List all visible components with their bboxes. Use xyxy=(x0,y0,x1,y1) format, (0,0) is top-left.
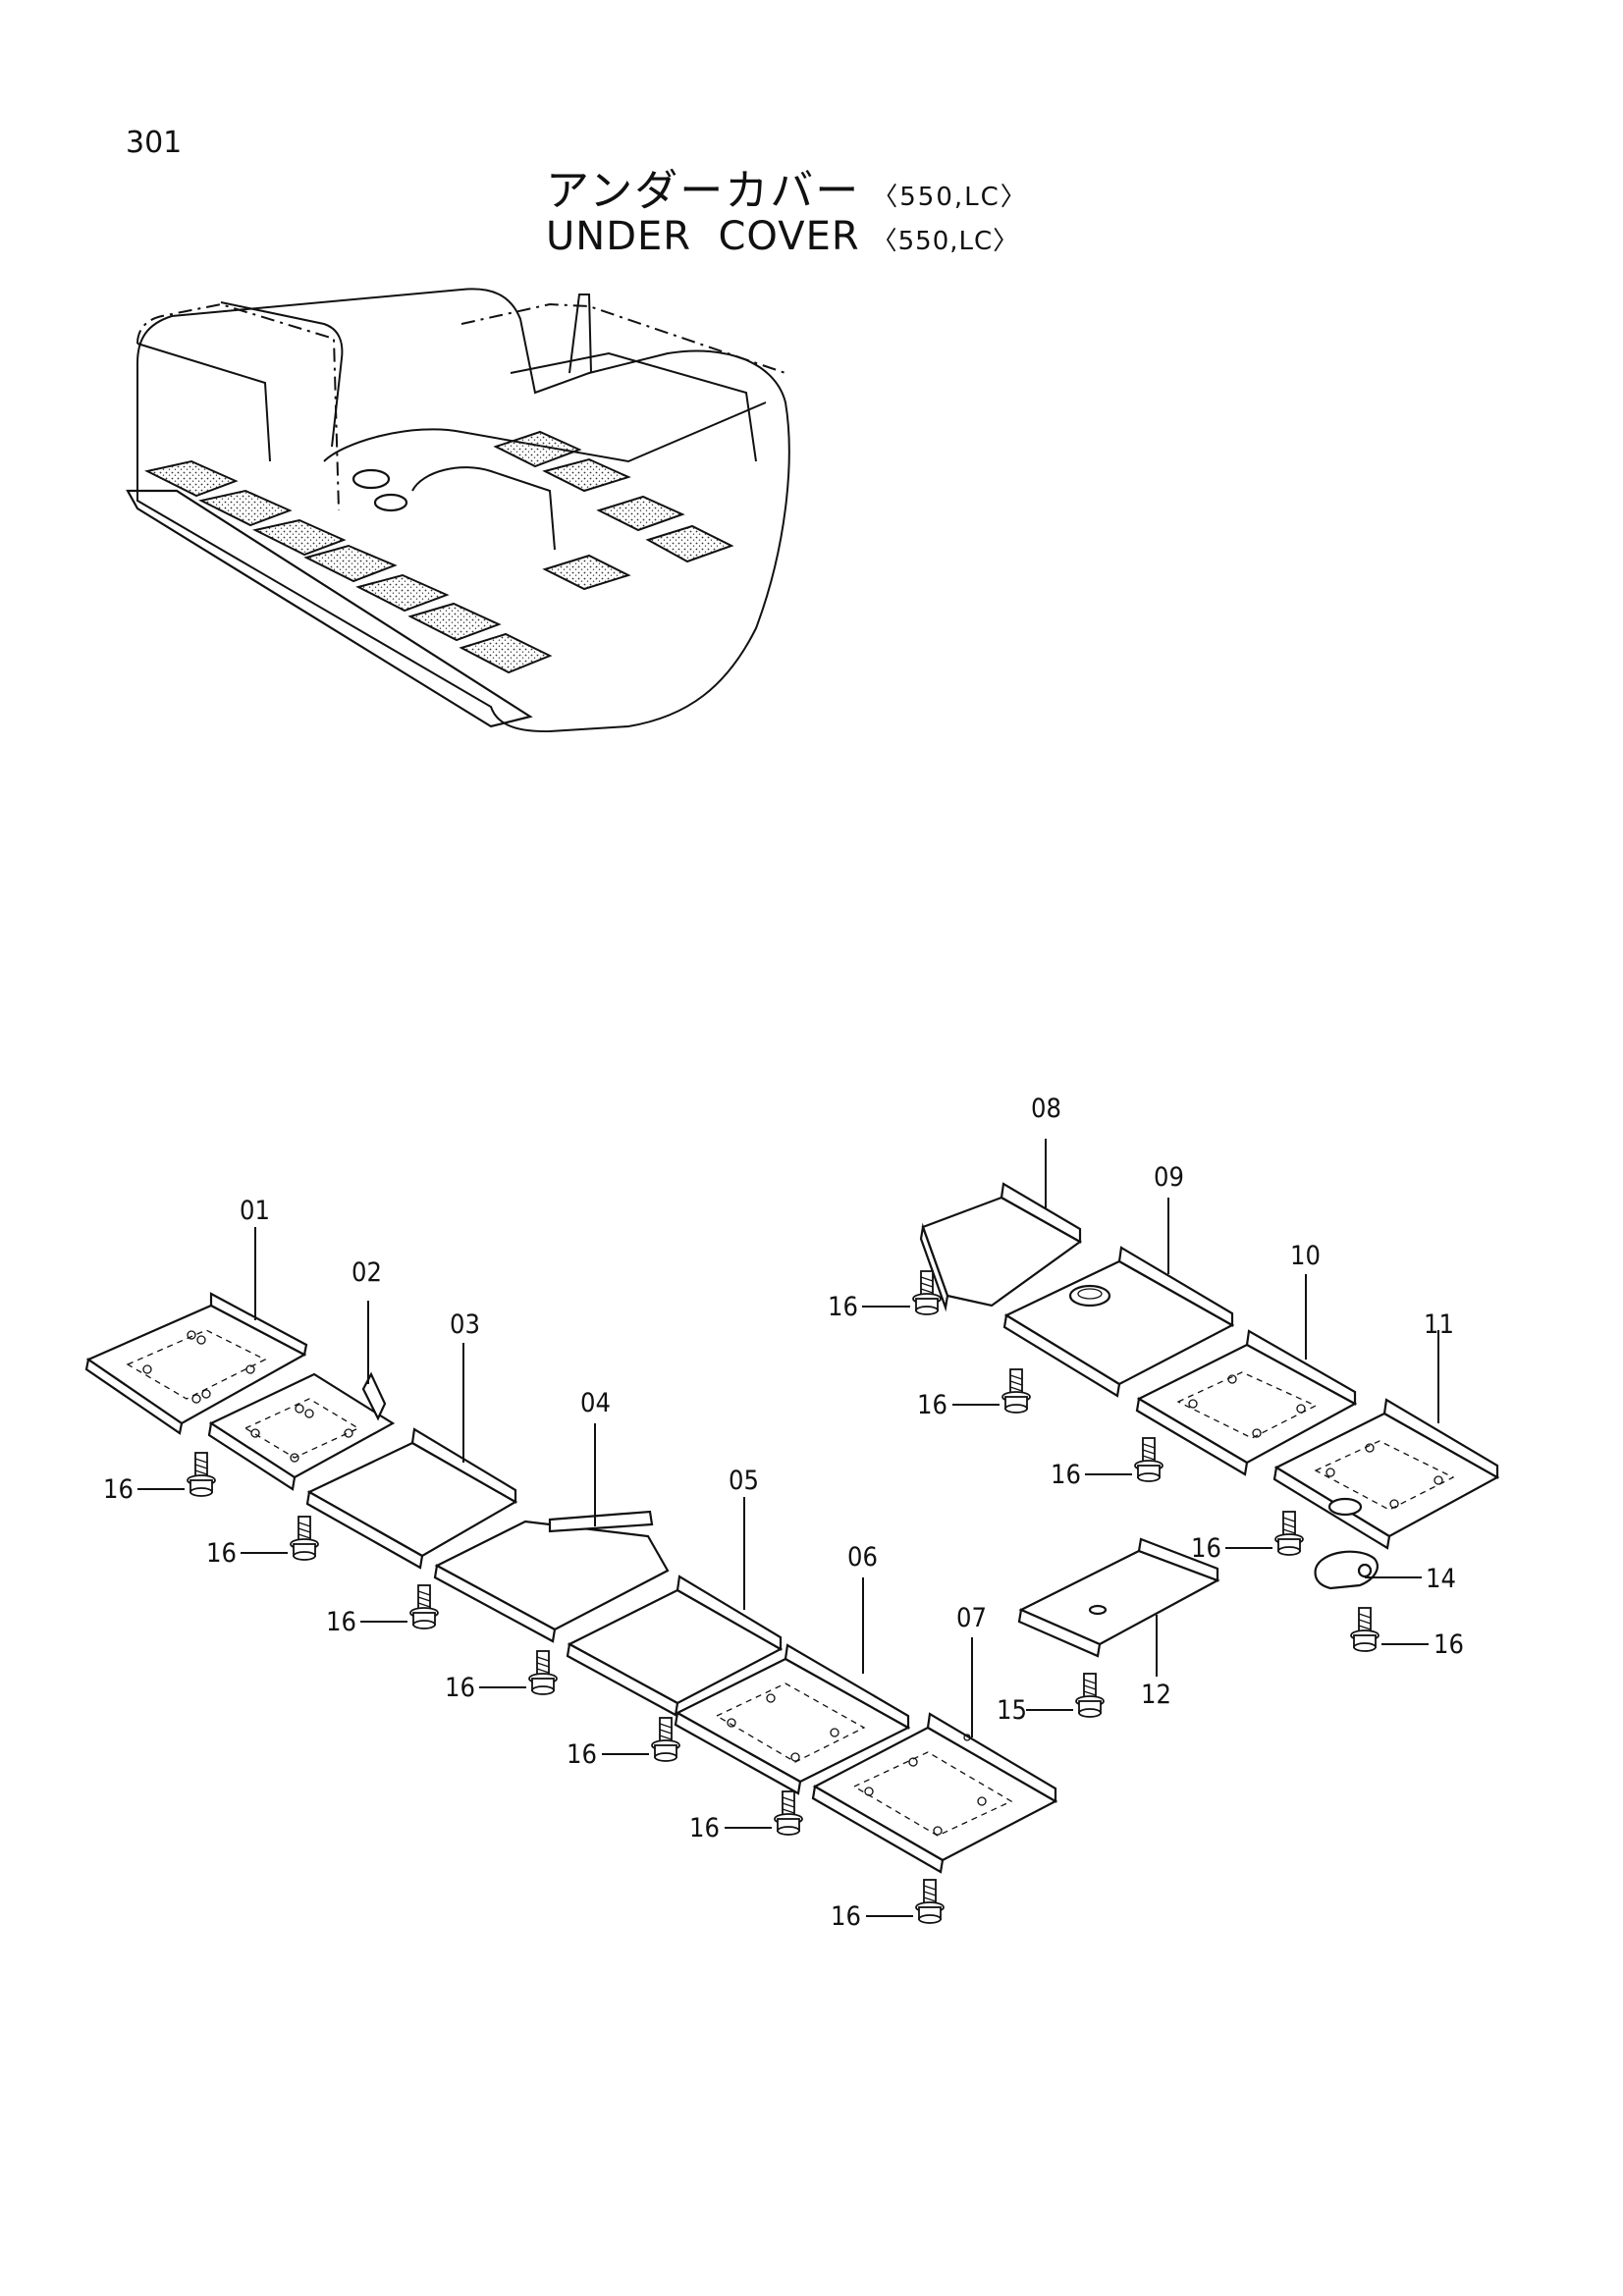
bolt-16 xyxy=(1001,1368,1031,1414)
bolt-16 xyxy=(528,1650,558,1695)
callout-06: 06 xyxy=(847,1542,878,1573)
page-number: 301 xyxy=(126,126,183,160)
part-12-plate xyxy=(1017,1537,1220,1658)
callout-15: 15 xyxy=(997,1695,1027,1726)
bolt-16 xyxy=(187,1452,216,1497)
title-english: UNDER COVER 〈550,LC〉 xyxy=(546,214,1019,259)
callout-16: 16 xyxy=(1434,1629,1464,1660)
part-03-cover xyxy=(305,1427,518,1570)
part-08-cover xyxy=(919,1182,1083,1312)
bolt-16 xyxy=(774,1790,803,1836)
exploded-parts-view: 01 02 03 04 05 06 07 08 09 10 11 12 14 1… xyxy=(84,1094,1500,1932)
part-06-cover xyxy=(674,1643,911,1795)
callout-01: 01 xyxy=(240,1196,270,1226)
callout-16: 16 xyxy=(1051,1460,1081,1490)
underside-covers-highlighted xyxy=(144,430,734,674)
title-japanese-variant: 〈550,LC〉 xyxy=(872,183,1028,212)
bolt-16 xyxy=(915,1879,945,1924)
part-09-cover xyxy=(1002,1246,1235,1398)
part-14-cover-plate xyxy=(1314,1550,1379,1590)
callout-16: 16 xyxy=(689,1813,720,1843)
callout-08: 08 xyxy=(1031,1094,1061,1124)
bolt-16 xyxy=(409,1584,439,1629)
part-04-cover xyxy=(433,1510,670,1643)
title-japanese-text: アンダーカバー xyxy=(546,166,861,216)
callout-12: 12 xyxy=(1141,1680,1171,1710)
callout-04: 04 xyxy=(580,1388,611,1418)
bolt-16 xyxy=(290,1516,319,1561)
callout-16: 16 xyxy=(103,1474,134,1505)
callout-16: 16 xyxy=(917,1390,947,1420)
callout-11: 11 xyxy=(1424,1309,1454,1340)
part-05-cover xyxy=(566,1575,784,1717)
callout-05: 05 xyxy=(729,1466,759,1496)
title-japanese: アンダーカバー〈550,LC〉 xyxy=(546,155,1028,218)
callout-03: 03 xyxy=(450,1309,480,1340)
machine-overview-illustration xyxy=(126,288,790,733)
callout-16: 16 xyxy=(206,1538,237,1569)
bolt-15 xyxy=(1075,1673,1105,1718)
bolt-16 xyxy=(1350,1607,1380,1652)
part-10-cover xyxy=(1135,1329,1358,1476)
bolt-16 xyxy=(1134,1437,1163,1482)
callout-07: 07 xyxy=(956,1603,987,1633)
callout-labels: 01 02 03 04 05 06 07 08 09 10 11 12 14 1… xyxy=(103,1094,1464,1932)
callout-14: 14 xyxy=(1426,1564,1456,1594)
part-11-cover xyxy=(1272,1398,1500,1550)
callout-10: 10 xyxy=(1290,1241,1321,1271)
part-02-cover xyxy=(207,1371,396,1491)
bolt-16 xyxy=(1274,1511,1304,1556)
part-07-cover xyxy=(811,1712,1058,1874)
title-english-text: UNDER COVER xyxy=(546,214,860,259)
leader-lines xyxy=(137,1139,1439,1917)
callout-09: 09 xyxy=(1154,1162,1184,1193)
callout-16: 16 xyxy=(828,1292,858,1322)
callout-16: 16 xyxy=(1191,1533,1221,1564)
callout-02: 02 xyxy=(352,1257,382,1288)
callout-16: 16 xyxy=(326,1607,356,1637)
callout-16: 16 xyxy=(831,1901,861,1932)
title-english-variant: 〈550,LC〉 xyxy=(871,227,1020,256)
callout-16: 16 xyxy=(567,1739,597,1770)
callout-16: 16 xyxy=(445,1673,475,1703)
part-01-cover xyxy=(84,1292,308,1435)
